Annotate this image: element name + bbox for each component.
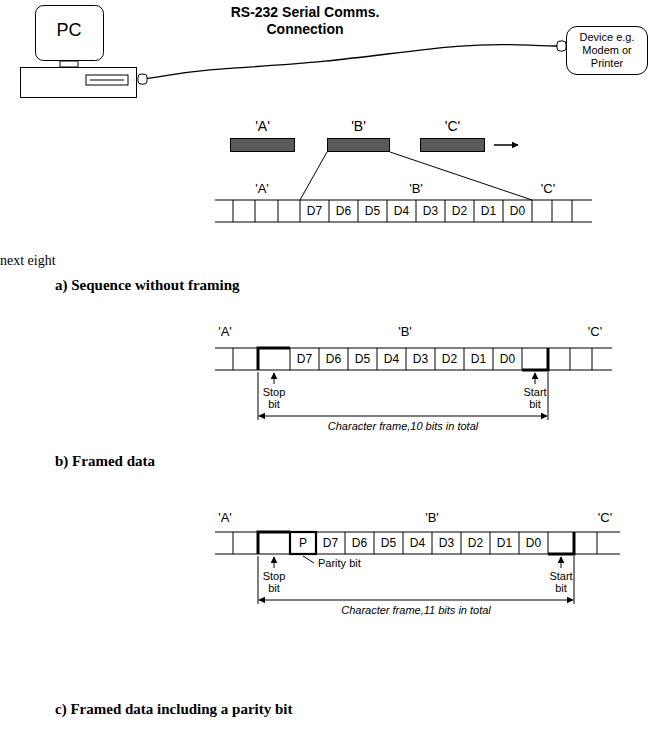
stop-level (258, 532, 290, 554)
bit-strips (215, 200, 620, 554)
bit-name: P (290, 532, 316, 554)
bit-name: D0 (519, 532, 548, 554)
leader-line (303, 556, 314, 563)
zoom-line (390, 152, 532, 200)
parity-cell (290, 532, 316, 554)
bit-name: D1 (464, 348, 493, 370)
frame-tick (548, 372, 549, 420)
stop-level (258, 348, 290, 370)
computer-drawing (20, 5, 138, 100)
bit-name: D3 (432, 532, 461, 554)
bit-name: D3 (416, 200, 445, 222)
character-bar: 'B' (327, 138, 390, 152)
direction-arrow (494, 144, 518, 146)
pointer-arrow (274, 557, 275, 568)
character-label: 'A' (231, 118, 294, 134)
character-label: 'C' (580, 324, 610, 340)
character-bar: 'C' (420, 138, 485, 152)
bit-name: D4 (387, 200, 416, 222)
bit-callout: Stop bit (257, 570, 291, 594)
pointer-arrow (561, 557, 562, 568)
bit-callout: Start bit (544, 570, 578, 594)
character-bar: 'A' (230, 138, 295, 152)
character-label: 'C' (421, 118, 484, 134)
pointer-arrow (535, 373, 536, 384)
bit-name: D5 (374, 532, 403, 554)
bit-name: D6 (329, 200, 358, 222)
device-box: Device e.g. Modem or Printer (566, 26, 648, 75)
device-label: Device e.g. Modem or Printer (570, 31, 644, 70)
frame-caption: Character frame,10 bits in total (273, 420, 533, 433)
bit-callout: Parity bit (318, 557, 388, 569)
bit-name: D6 (345, 532, 374, 554)
computer-icon: PC (20, 5, 138, 100)
bit-name: D7 (300, 200, 329, 222)
bit-name: D7 (316, 532, 345, 554)
cable-plug (138, 74, 147, 84)
frame-tick (258, 372, 259, 420)
character-label: 'A' (210, 510, 240, 526)
character-label: 'C' (590, 510, 620, 526)
computer-label: PC (35, 20, 103, 41)
bit-name: D1 (474, 200, 503, 222)
start-level (548, 532, 574, 554)
bit-name: D4 (377, 348, 406, 370)
bit-name: D0 (503, 200, 532, 222)
character-label: 'B' (401, 181, 431, 197)
figure-caption: b) Framed data (55, 452, 375, 470)
cable-plug (557, 41, 566, 51)
bit-name: D2 (435, 348, 464, 370)
character-label: 'C' (533, 181, 563, 197)
frame-tick (574, 556, 575, 604)
bit-name: D6 (319, 348, 348, 370)
character-label: 'A' (247, 181, 277, 197)
frame-tick (258, 556, 259, 604)
diagram-title: RS-232 Serial Comms. Connection (218, 4, 393, 38)
bit-name: D2 (461, 532, 490, 554)
bit-name: D2 (445, 200, 474, 222)
bit-strip (215, 200, 592, 222)
bit-strip (215, 348, 612, 370)
pointer-arrow (274, 373, 275, 384)
bit-name: D5 (348, 348, 377, 370)
start-level (522, 348, 548, 370)
bit-callout: Start bit (518, 386, 552, 410)
frame-arrow (259, 600, 573, 601)
bit-name: D0 (493, 348, 522, 370)
figure-caption: c) Framed data including a parity bit (55, 700, 475, 718)
note-text: next eight (0, 252, 120, 269)
character-label: 'A' (210, 324, 240, 340)
frame-arrow (259, 416, 547, 417)
character-label: 'B' (417, 510, 447, 526)
bit-name: D7 (290, 348, 319, 370)
bit-callout: Stop bit (257, 386, 291, 410)
character-label: 'B' (328, 118, 389, 134)
bit-strip (215, 532, 620, 554)
zoom-line (300, 152, 327, 200)
bit-name: D1 (490, 532, 519, 554)
serial-cable (138, 44, 566, 79)
character-label: 'B' (390, 324, 420, 340)
bit-name: D5 (358, 200, 387, 222)
bit-name: D4 (403, 532, 432, 554)
figure-caption: a) Sequence without framing (55, 276, 375, 294)
frame-caption: Character frame,11 bits in total (286, 604, 546, 617)
bit-name: D3 (406, 348, 435, 370)
